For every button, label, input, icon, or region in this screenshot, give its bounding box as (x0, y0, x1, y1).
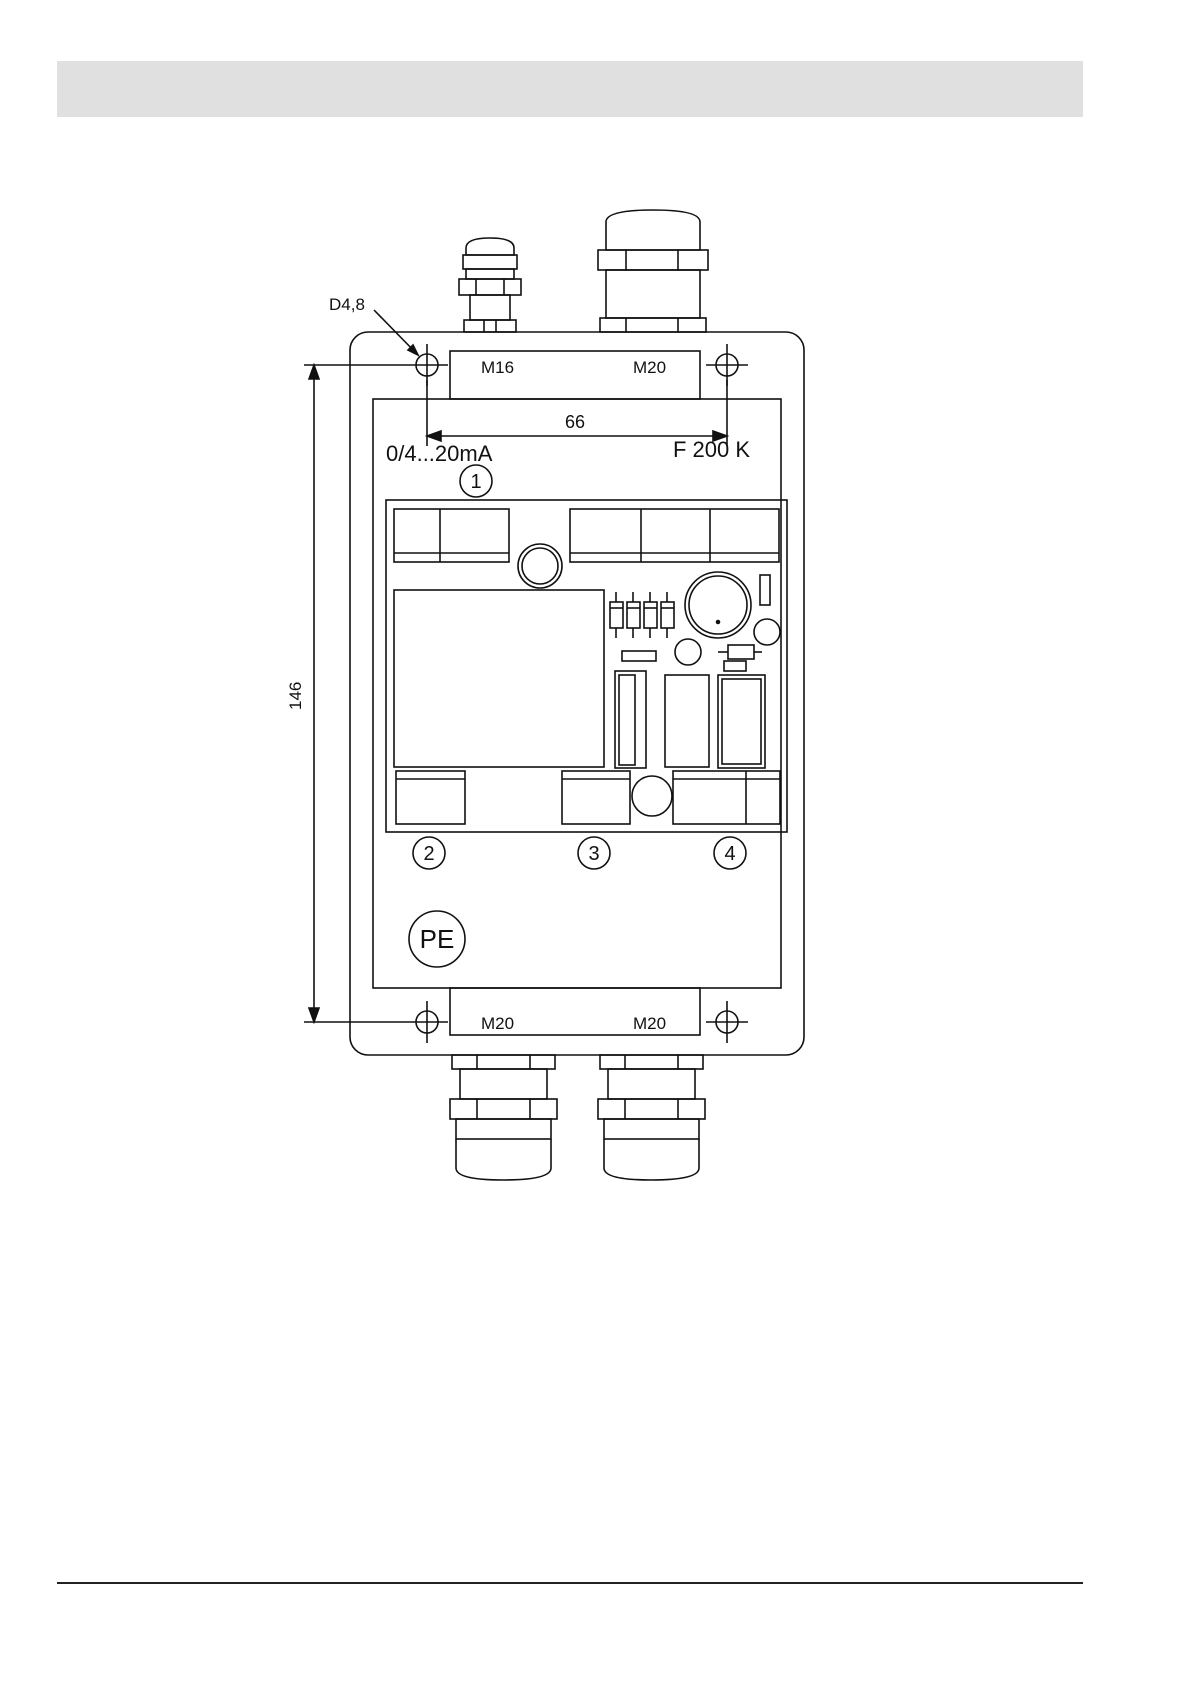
inner-lid (373, 399, 781, 988)
top-gland-left-label: M16 (481, 358, 514, 377)
pe-label: PE (420, 924, 455, 954)
circuit-board (386, 500, 787, 832)
diode-array (610, 592, 674, 638)
terminal-number-1: 1 (470, 471, 481, 493)
fuse-round (632, 776, 672, 816)
top-cable-gland-m20 (598, 210, 708, 332)
terminal-number-2: 2 (423, 843, 434, 865)
transistor (718, 645, 762, 671)
small-chip (622, 651, 656, 661)
terminal-block-2 (396, 771, 465, 824)
terminal-block-3 (562, 771, 630, 824)
bottom-gland-right-label: M20 (633, 1014, 666, 1033)
relay-2 (718, 675, 765, 768)
terminal-number-3: 3 (588, 843, 599, 865)
hole-diameter-label: D4,8 (329, 295, 365, 314)
terminal-block-1 (394, 509, 509, 562)
capacitor (685, 572, 751, 638)
bottom-cable-gland-right (598, 1055, 705, 1180)
mounting-hole-bottom-right (706, 1001, 748, 1043)
potentiometer (518, 544, 562, 588)
signal-range-label: 0/4...20mA (386, 441, 493, 466)
model-label: F 200 K (673, 437, 750, 462)
terminal-block-top-right (570, 509, 779, 562)
top-gland-right-label: M20 (633, 358, 666, 377)
fuse-holder (615, 671, 646, 768)
small-component-right (754, 619, 780, 645)
width-dimension-label: 66 (565, 412, 585, 432)
small-component-middle (675, 639, 701, 665)
terminal-block-4 (673, 771, 780, 824)
terminal-number-4: 4 (724, 843, 735, 865)
mounting-hole-top-right (706, 344, 748, 386)
bottom-gland-left-label: M20 (481, 1014, 514, 1033)
top-cable-gland-m16 (459, 238, 521, 332)
resistor-small (760, 575, 770, 605)
bottom-cable-gland-left (450, 1055, 557, 1180)
relay-1 (665, 675, 709, 767)
transformer (394, 590, 604, 767)
mounting-hole-bottom-left (406, 1001, 448, 1043)
footer-rule (57, 1582, 1083, 1584)
height-dimension-label: 146 (286, 682, 305, 710)
